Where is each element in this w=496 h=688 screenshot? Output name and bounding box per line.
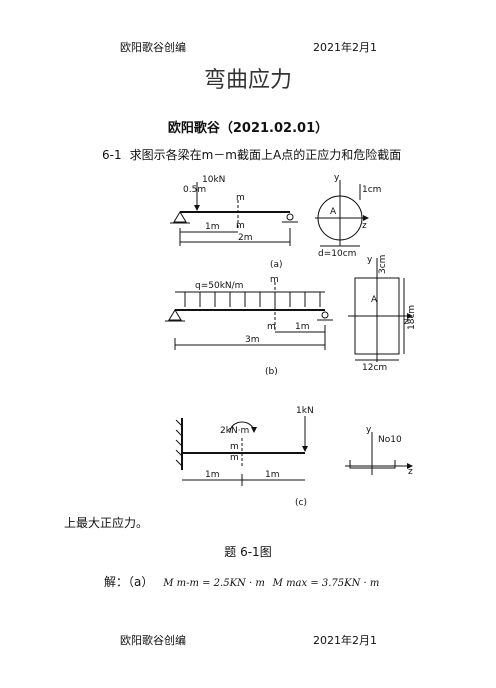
a-dist-label: 0.5m: [183, 185, 206, 195]
b-rect-top: 3cm: [378, 255, 388, 274]
b-m-label: m: [270, 275, 279, 285]
b-point-A: A: [371, 295, 378, 305]
b-m-label-2: m: [267, 322, 276, 332]
b-axis-y: y: [367, 255, 373, 265]
a-m-label: m: [236, 193, 245, 203]
solution-line: 解：（a） M m-m = 2.5KN · m M max = 3.75KN ·…: [104, 573, 379, 590]
problem-text: 求图示各梁在m－m截面上A点的正应力和危险截面: [129, 148, 402, 162]
c-span2-label: 1m: [265, 470, 280, 480]
solution-lead: 解：（a）: [104, 575, 154, 589]
b-span-total: 3m: [245, 335, 260, 345]
a-load-label: 10kN: [202, 175, 225, 185]
c-axis-y: y: [366, 425, 372, 435]
c-m-label-2: m: [230, 453, 239, 463]
b-label: (b): [265, 367, 278, 377]
problem-continuation: 上最大正应力。: [64, 516, 149, 530]
figure-c-beam: [175, 416, 308, 486]
c-label: (c): [295, 498, 307, 508]
a-span1-label: 1m: [205, 222, 220, 232]
figure-b-beam: [165, 282, 333, 350]
figure-c-section: [345, 432, 413, 475]
page-title: 弯曲应力: [203, 68, 292, 93]
b-rect-h: 18cm: [407, 305, 417, 330]
a-axis-z: z: [362, 221, 367, 231]
figure-a-section: [315, 180, 369, 247]
c-span1-label: 1m: [205, 470, 220, 480]
figure-b-section: [348, 258, 413, 362]
problem-number: 6-1: [102, 148, 122, 162]
a-span2-label: 2m: [238, 233, 253, 243]
b-q-label: q=50kN/m: [195, 281, 243, 291]
header-right: 2021年2月1: [313, 41, 377, 54]
figure-a-beam: [170, 182, 298, 246]
footer-right: 2021年2月1: [313, 634, 377, 647]
figure-caption: 题 6-1图: [224, 545, 272, 559]
solution-moment-mm: M m-m = 2.5KN · m: [163, 578, 265, 589]
a-m-label-2: m: [236, 221, 245, 231]
a-axis-y: y: [334, 173, 340, 183]
c-load-label: 1kN: [296, 406, 314, 416]
a-label: (a): [270, 260, 283, 270]
b-axis-z: z: [404, 317, 409, 327]
problem-statement: 6-1 求图示各梁在m－m截面上A点的正应力和危险截面: [102, 146, 401, 163]
footer-left: 欧阳歌谷创编: [120, 634, 186, 647]
b-rect-w: 12cm: [362, 363, 387, 373]
a-circle-dim: 1cm: [362, 185, 381, 195]
c-moment-label: 2kN·m: [220, 426, 249, 436]
problem-figure: 10kN 0.5m m 1m m 2m (a) y 1cm A z d=10cm…: [165, 173, 417, 508]
b-span1-label: 1m: [295, 322, 310, 332]
c-channel: No10: [378, 435, 402, 445]
a-circle-d: d=10cm: [318, 249, 356, 259]
solution-moment-max: M max = 3.75KN · m: [272, 578, 380, 589]
author-line: 欧阳歌谷（2021.02.01）: [167, 121, 329, 136]
header-left: 欧阳歌谷创编: [120, 41, 186, 54]
c-axis-z: z: [408, 467, 413, 477]
c-m-label: m: [230, 442, 239, 452]
a-point-A: A: [330, 207, 337, 217]
